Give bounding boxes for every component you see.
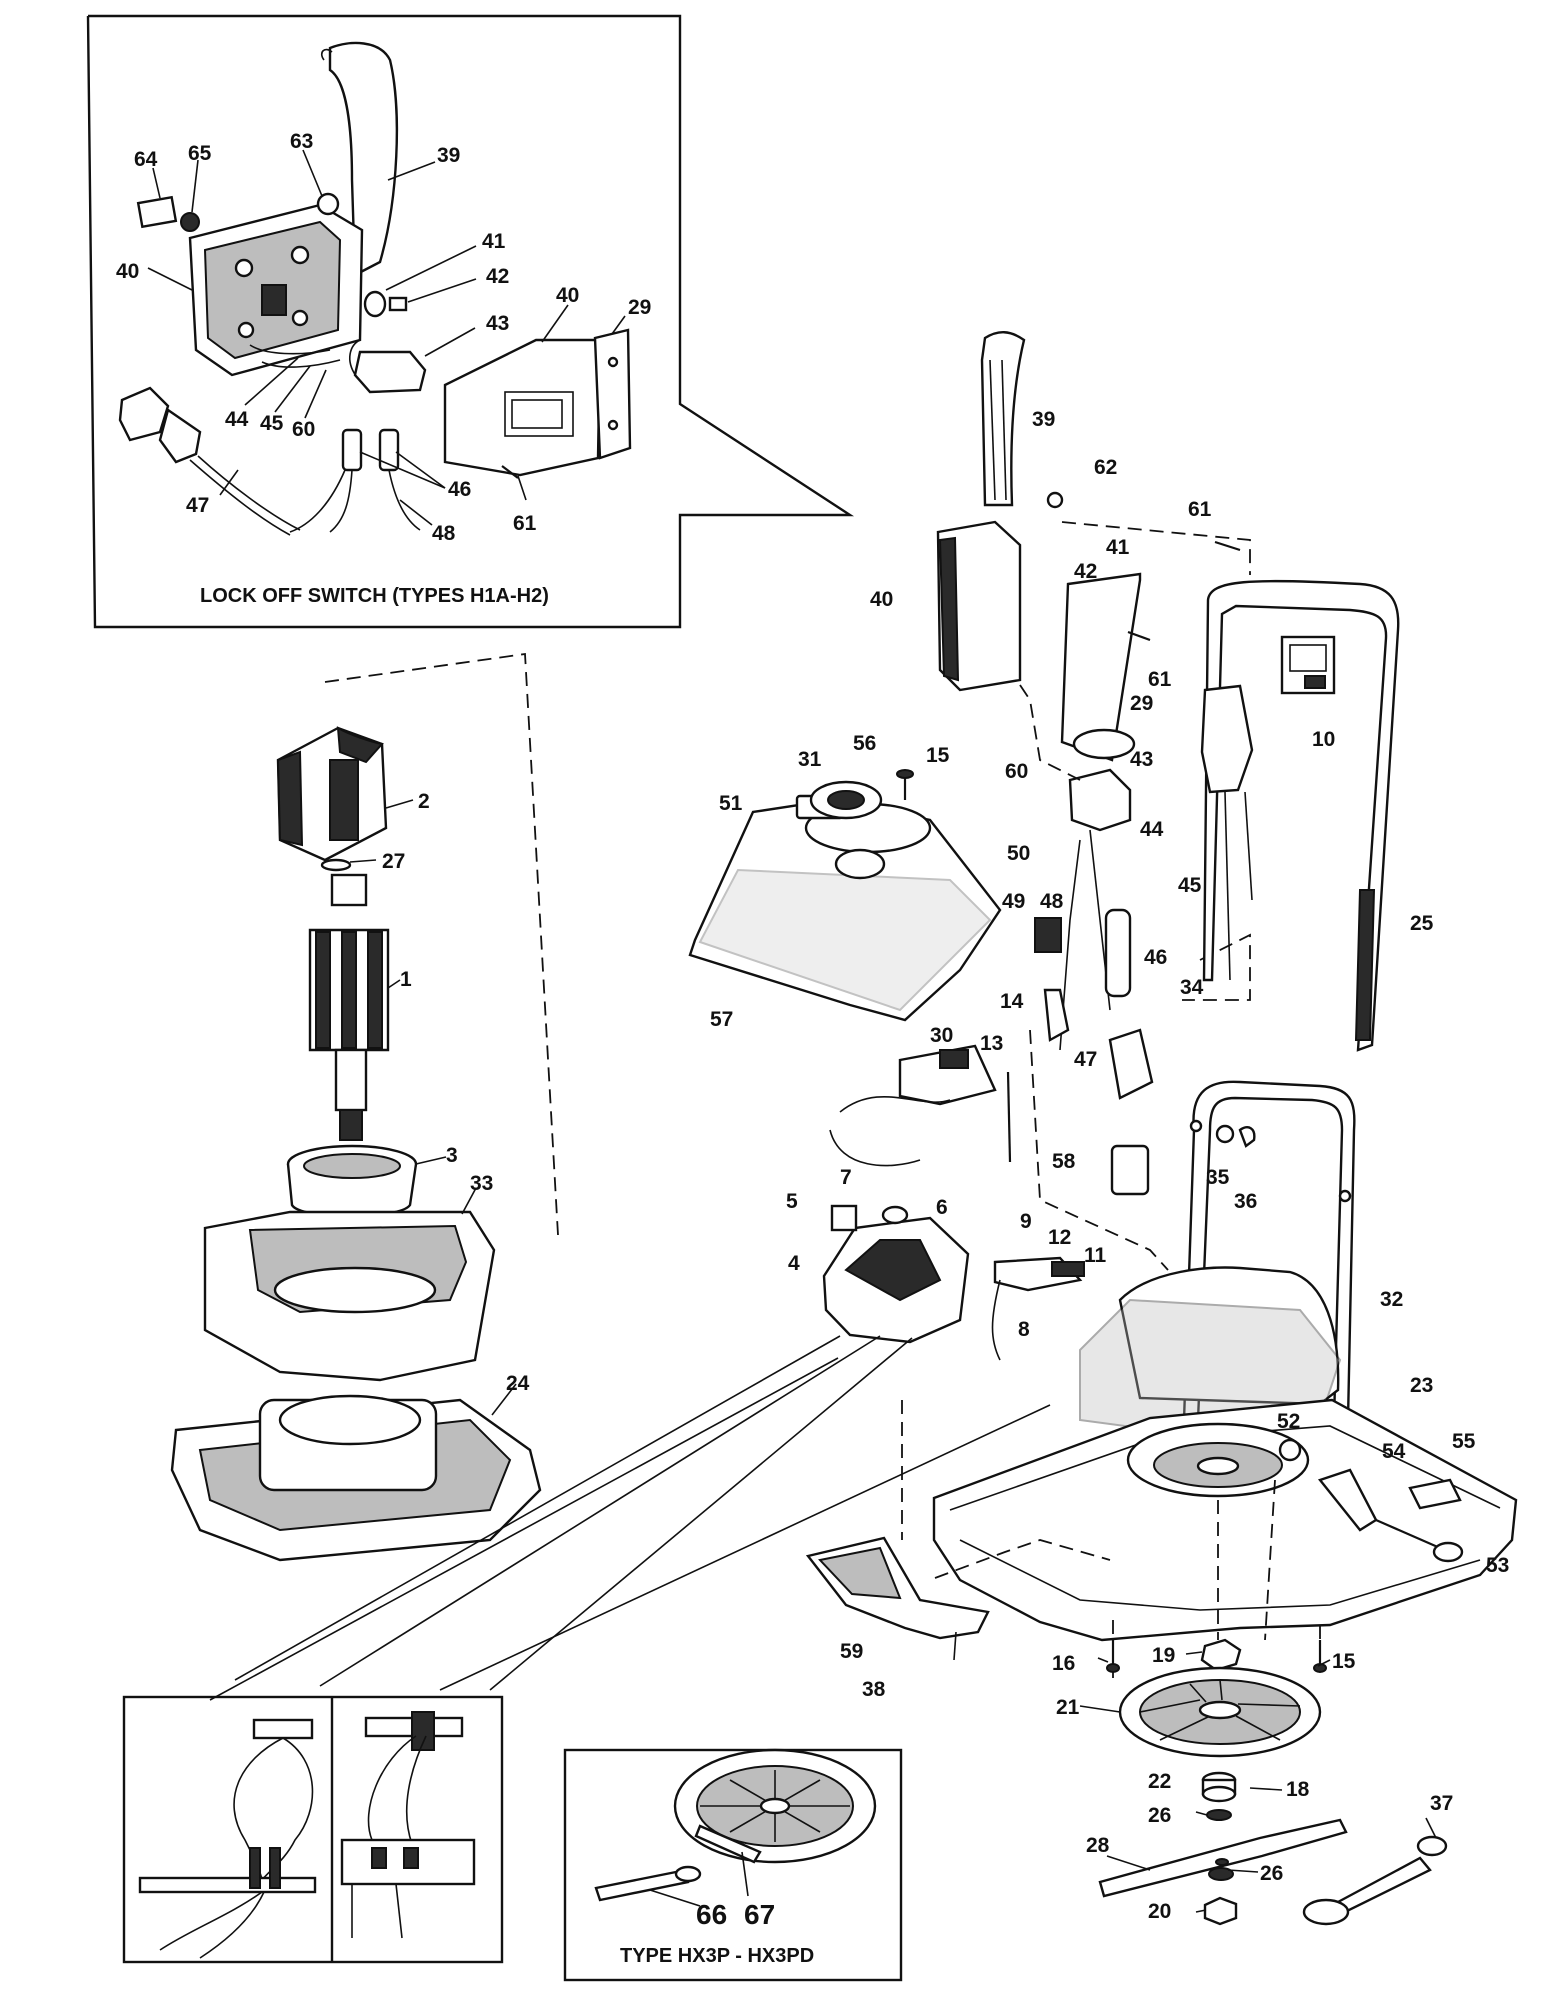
callout-13: 13 xyxy=(980,1032,1003,1055)
callout-34: 34 xyxy=(1180,976,1204,999)
handle-assembly xyxy=(1200,579,1400,1052)
callout-42-main: 42 xyxy=(1074,560,1097,583)
callout-45-main: 45 xyxy=(1178,874,1202,897)
callout-50: 50 xyxy=(1007,842,1030,865)
callout-15-b: 15 xyxy=(1332,1650,1356,1673)
callout-37: 37 xyxy=(1430,1792,1453,1815)
callout-12: 12 xyxy=(1048,1226,1071,1249)
lock-off-switch-caption: LOCK OFF SWITCH (TYPES H1A-H2) xyxy=(200,585,549,607)
callout-60: 60 xyxy=(292,418,315,441)
callout-23: 23 xyxy=(1410,1374,1433,1397)
fan-blade-assembly xyxy=(805,1536,1448,1926)
type-hx3p-inset xyxy=(563,1748,903,1982)
callout-18: 18 xyxy=(1286,1778,1310,1801)
callout-8: 8 xyxy=(1018,1318,1030,1341)
callout-7: 7 xyxy=(840,1166,852,1189)
callout-53: 53 xyxy=(1486,1554,1509,1577)
callout-labels: 64 65 63 39 41 42 40 43 40 29 44 45 60 4… xyxy=(116,130,1509,1967)
callout-6: 6 xyxy=(936,1196,948,1219)
callout-41-main: 41 xyxy=(1106,536,1130,559)
callout-66: 66 xyxy=(696,1899,727,1930)
callout-62: 62 xyxy=(1094,456,1117,479)
callout-4: 4 xyxy=(788,1252,800,1275)
callout-51: 51 xyxy=(719,792,743,815)
callout-48-main: 48 xyxy=(1040,890,1064,913)
callout-16: 16 xyxy=(1052,1652,1075,1675)
callout-30: 30 xyxy=(930,1024,953,1047)
callout-11: 11 xyxy=(1084,1244,1107,1267)
callout-5: 5 xyxy=(786,1190,798,1213)
callout-47-main: 47 xyxy=(1074,1048,1097,1071)
callout-63: 63 xyxy=(290,130,313,153)
callout-41: 41 xyxy=(482,230,506,253)
callout-24: 24 xyxy=(506,1372,530,1395)
callout-29: 29 xyxy=(628,296,651,319)
callout-46-main: 46 xyxy=(1144,946,1167,969)
callout-67: 67 xyxy=(744,1899,775,1930)
callout-43-main: 43 xyxy=(1130,748,1153,771)
wiring-insets xyxy=(122,1695,504,1964)
callout-61-main-b: 61 xyxy=(1148,668,1172,691)
callout-9: 9 xyxy=(1020,1210,1032,1233)
callout-57: 57 xyxy=(710,1008,733,1031)
callout-29-main: 29 xyxy=(1130,692,1153,715)
callout-31: 31 xyxy=(798,748,822,771)
callout-21: 21 xyxy=(1056,1696,1080,1719)
callout-27: 27 xyxy=(382,850,405,873)
motor-cover-assembly xyxy=(688,331,1251,1361)
callout-39-main: 39 xyxy=(1032,408,1055,431)
callout-19: 19 xyxy=(1152,1644,1175,1667)
callout-61: 61 xyxy=(513,512,537,535)
callout-56: 56 xyxy=(853,732,876,755)
callout-20: 20 xyxy=(1148,1900,1171,1923)
callout-25: 25 xyxy=(1410,912,1434,935)
callout-44-main: 44 xyxy=(1140,818,1164,841)
callout-65: 65 xyxy=(188,142,212,165)
callout-28: 28 xyxy=(1086,1834,1110,1857)
callout-40: 40 xyxy=(116,260,139,283)
callout-38: 38 xyxy=(862,1678,886,1701)
callout-43: 43 xyxy=(486,312,509,335)
callout-60-main: 60 xyxy=(1005,760,1028,783)
callout-10: 10 xyxy=(1312,728,1335,751)
callout-61-main: 61 xyxy=(1188,498,1212,521)
callout-48: 48 xyxy=(432,522,456,545)
callout-52: 52 xyxy=(1277,1410,1300,1433)
callout-54: 54 xyxy=(1382,1440,1406,1463)
callout-26: 26 xyxy=(1148,1804,1171,1827)
callout-15: 15 xyxy=(926,744,950,767)
callout-22: 22 xyxy=(1148,1770,1171,1793)
callout-36: 36 xyxy=(1234,1190,1257,1213)
motor-assembly xyxy=(170,652,559,1562)
lock-off-switch-inset xyxy=(86,14,855,629)
callout-58: 58 xyxy=(1052,1150,1076,1173)
callout-1: 1 xyxy=(400,968,412,991)
callout-33: 33 xyxy=(470,1172,493,1195)
callout-2: 2 xyxy=(418,790,430,813)
callout-55: 55 xyxy=(1452,1430,1476,1453)
callout-64: 64 xyxy=(134,148,158,171)
type-hx3p-caption: TYPE HX3P - HX3PD xyxy=(620,1945,814,1967)
callout-49: 49 xyxy=(1002,890,1025,913)
guide-lines xyxy=(209,1335,1051,1701)
callout-40-main: 40 xyxy=(870,588,893,611)
callout-42: 42 xyxy=(486,265,509,288)
callout-14: 14 xyxy=(1000,990,1024,1013)
callout-47: 47 xyxy=(186,494,209,517)
deck-assembly xyxy=(932,1080,1518,1680)
callout-46: 46 xyxy=(448,478,471,501)
callout-39: 39 xyxy=(437,144,460,167)
callout-44: 44 xyxy=(225,408,249,431)
callout-40b: 40 xyxy=(556,284,579,307)
callout-59: 59 xyxy=(840,1640,863,1663)
callout-3: 3 xyxy=(446,1144,458,1167)
callout-45: 45 xyxy=(260,412,284,435)
callout-26-b: 26 xyxy=(1260,1862,1283,1885)
callout-35: 35 xyxy=(1206,1166,1230,1189)
callout-32: 32 xyxy=(1380,1288,1403,1311)
